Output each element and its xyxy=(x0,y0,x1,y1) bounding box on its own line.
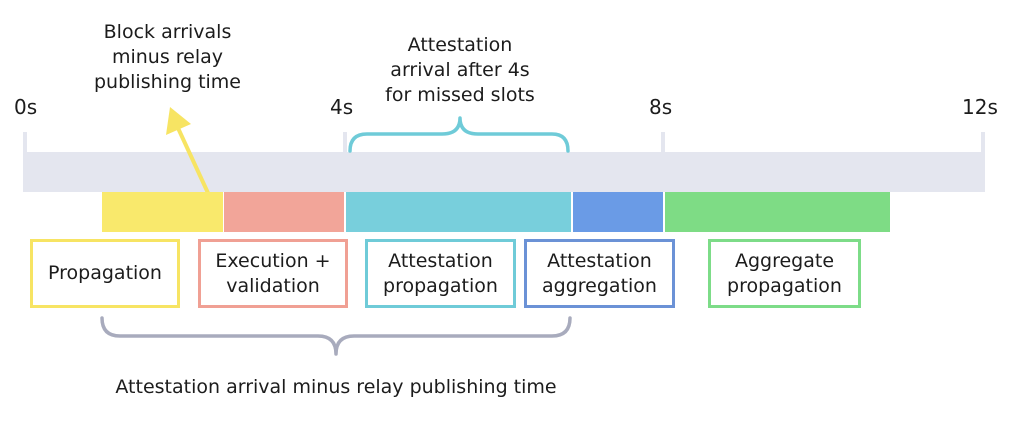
block-arrivals-note-line-3: publishing time xyxy=(93,71,241,93)
tick-label-12s: 12s xyxy=(962,95,998,119)
phase-label-execution-line-2: validation xyxy=(226,274,320,297)
phase-box-aggregate-propagation: Aggregate propagation xyxy=(708,239,861,308)
missed-slots-note-line-2: arrival after 4s xyxy=(390,59,530,81)
attestation-arrival-brace xyxy=(100,316,572,356)
segment-aggregate-propagation xyxy=(665,192,890,232)
segment-attestation-aggregation xyxy=(573,192,663,232)
block-arrivals-arrow-shaft xyxy=(176,127,210,194)
tick-label-0s: 0s xyxy=(14,95,38,119)
missed-slots-note: Attestation arrival after 4s for missed … xyxy=(370,33,550,108)
block-arrivals-note-line-2: minus relay xyxy=(111,46,224,68)
phase-label-attestation-aggregation-line-1: Attestation xyxy=(547,249,652,272)
block-arrivals-arrow-head xyxy=(166,107,191,135)
attestation-arrival-note: Attestation arrival minus relay publishi… xyxy=(115,376,557,398)
segment-attestation-propagation xyxy=(346,192,571,232)
phase-label-aggregate-propagation-line-2: propagation xyxy=(727,274,842,297)
phase-box-attestation-propagation: Attestation propagation xyxy=(365,239,516,308)
phase-box-attestation-aggregation: Attestation aggregation xyxy=(524,239,675,308)
block-arrivals-note: Block arrivals minus relay publishing ti… xyxy=(80,20,255,95)
missed-slots-note-line-3: for missed slots xyxy=(385,84,535,106)
segment-execution xyxy=(224,192,344,232)
phase-label-attestation-aggregation-line-2: aggregation xyxy=(542,274,657,297)
phase-box-propagation: Propagation xyxy=(30,239,180,308)
missed-slots-brace xyxy=(348,116,570,153)
segment-propagation xyxy=(102,192,223,232)
tick-label-4s: 4s xyxy=(330,95,354,119)
phase-label-aggregate-propagation-line-1: Aggregate xyxy=(734,249,835,272)
phase-label-attestation-propagation-line-1: Attestation xyxy=(388,249,493,272)
missed-slots-note-line-1: Attestation xyxy=(407,34,513,56)
phase-label-propagation: Propagation xyxy=(48,262,162,284)
tick-label-8s: 8s xyxy=(649,95,673,119)
block-arrivals-note-line-1: Block arrivals xyxy=(103,21,232,43)
phase-label-attestation-propagation-line-2: propagation xyxy=(383,274,498,297)
phase-label-execution-line-1: Execution + xyxy=(215,249,331,272)
phase-box-execution: Execution + validation xyxy=(198,239,348,308)
timeline-bar xyxy=(23,152,985,192)
